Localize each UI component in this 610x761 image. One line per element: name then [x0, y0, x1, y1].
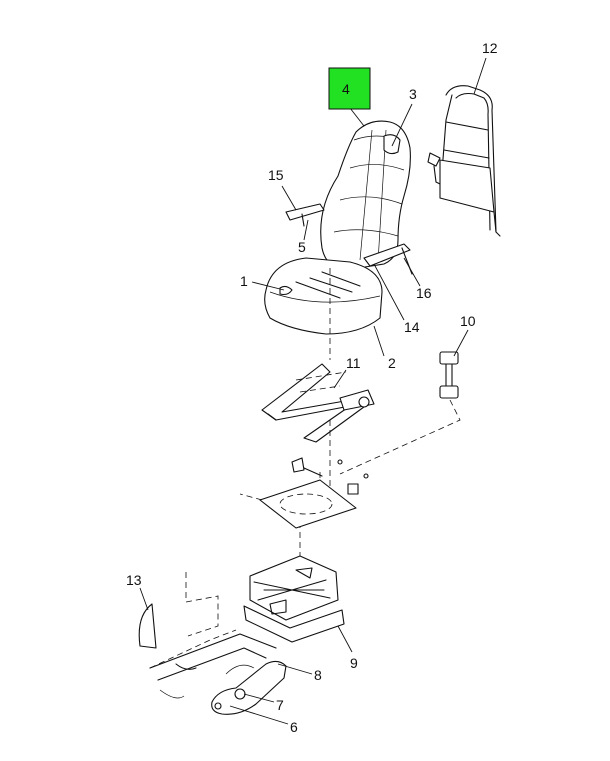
callout-7[interactable]: 7 [276, 697, 284, 713]
side-cover [138, 603, 157, 649]
callout-10[interactable]: 10 [460, 313, 476, 329]
callout-4[interactable]: 4 [342, 81, 350, 97]
callout-1[interactable]: 1 [240, 273, 248, 289]
callout-14[interactable]: 14 [404, 319, 420, 335]
callout-highlight-box [328, 67, 371, 110]
base-handles [149, 633, 287, 715]
callout-9[interactable]: 9 [350, 655, 358, 671]
leader-lines [139, 57, 487, 725]
callout-5[interactable]: 5 [298, 239, 306, 255]
suspension-base [243, 555, 345, 643]
callout-8[interactable]: 8 [314, 667, 322, 683]
callout-3[interactable]: 3 [409, 86, 417, 102]
armrest-left [285, 203, 325, 227]
headrest-frame [427, 85, 501, 237]
cushion-pan [261, 363, 375, 443]
callout-2[interactable]: 2 [388, 355, 396, 371]
assembly-guide-lines [149, 268, 461, 669]
seat-cushion [264, 257, 383, 335]
seat-back [320, 120, 411, 271]
swivel-plate [259, 457, 369, 529]
callout-11[interactable]: 11 [346, 355, 361, 371]
callout-6[interactable]: 6 [290, 719, 298, 735]
callout-13[interactable]: 13 [126, 572, 142, 588]
callout-12[interactable]: 12 [482, 40, 498, 56]
shock-absorber [439, 351, 459, 399]
callout-15[interactable]: 15 [268, 167, 284, 183]
callout-16[interactable]: 16 [416, 285, 432, 301]
